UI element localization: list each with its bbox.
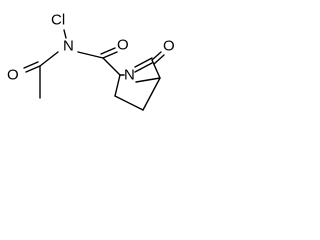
- atom-o-ring: O: [163, 38, 175, 55]
- bond-cl-n: [63, 29, 67, 39]
- bond-ring-n-c-1: [134, 57, 153, 68]
- atom-n-ring: N: [124, 67, 135, 84]
- bond-amide-c-o-2: [100, 47, 116, 55]
- bond-ch-ch2-a: [142, 77, 161, 111]
- bond-ring-c-ch: [151, 59, 161, 79]
- bond-ring-c-o-1: [151, 51, 162, 61]
- bond-ch2-ch2-b: [114, 95, 144, 111]
- bond-acetyl-c-o-1: [25, 65, 41, 73]
- atom-n-amide: N: [63, 38, 74, 55]
- bond-acetyl-c-o-2: [23, 61, 39, 69]
- bond-ring-n-c-2: [134, 62, 153, 73]
- bond-amide-c-o-1: [102, 51, 118, 59]
- bond-n-amide-c: [77, 51, 104, 59]
- bond-n-acetyl-c: [39, 51, 59, 67]
- atom-o-carbonyl: O: [117, 37, 129, 54]
- bond-bridge-1: [135, 77, 161, 83]
- atom-labels: Cl N O O N O: [7, 12, 175, 84]
- bond-bridgehead-ch2: [114, 74, 121, 97]
- bond-amide-c-bridgehead: [102, 57, 121, 76]
- atom-o-acetyl: O: [7, 67, 19, 84]
- bond-ring-c-o-2: [153, 54, 165, 65]
- atom-cl: Cl: [51, 12, 65, 29]
- chemical-structure: Cl N O O N O: [7, 12, 175, 111]
- bonds: [23, 29, 165, 111]
